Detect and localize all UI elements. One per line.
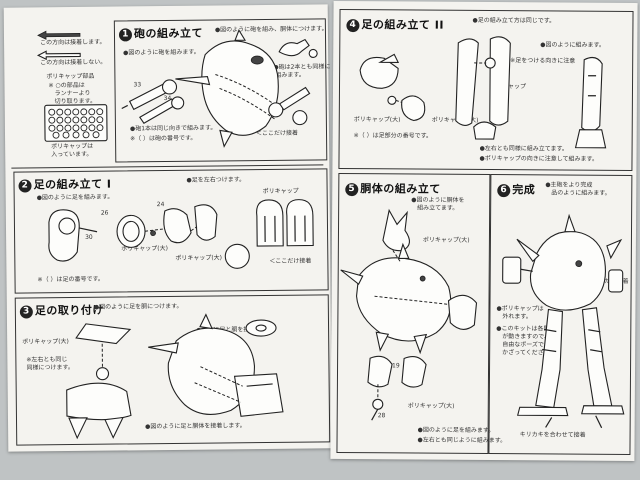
step4-note-bottom: ●左右とも同様に組み立てます。 <box>479 144 568 153</box>
step2-title: 足の組み立て I <box>33 177 112 192</box>
polycap-runner-image <box>44 104 108 142</box>
step4-note3: ※（ ）は足部分の番号です。 <box>353 132 433 140</box>
foot-completed-drawing <box>256 199 314 247</box>
small-parts-drawing <box>278 38 318 59</box>
step6-number: 6 <box>497 183 511 197</box>
step2-label-cut: ＜ここだけ接着 <box>269 257 312 265</box>
step2-note1: ●足を左右つけます。 <box>186 176 246 184</box>
body-shell-drawing <box>175 29 279 148</box>
step4-title: 足の組み立て II <box>361 18 444 32</box>
step6-title: 完成 <box>512 183 536 197</box>
thigh-parts-drawing <box>455 36 511 140</box>
washer-drawing <box>245 319 277 337</box>
legend-parts-title: ポリキャップ部品 <box>46 72 95 81</box>
completed-robot-drawing <box>502 213 625 429</box>
leg-finished-drawing <box>574 56 607 149</box>
step3-number: 3 <box>19 304 33 319</box>
step2-number: 2 <box>18 178 32 193</box>
step2-note3: ※（ ）は足の番号です。 <box>37 275 104 284</box>
body-assembly-drawing <box>340 208 478 355</box>
step6-label-bottom: キリカキを合わせて接着 <box>519 431 586 439</box>
step5-number: 5 <box>345 182 359 196</box>
legend-panel: この方向は接着します。 この方向は接着しない。 ポリキャップ部品 ※ ○の部品は… <box>4 4 328 158</box>
step6-note2: 品のように組みます。 <box>551 189 611 197</box>
arrow-noglue-icon <box>36 50 81 61</box>
arrow-glue-icon <box>37 30 81 40</box>
step1-number: 1 <box>118 27 133 42</box>
cannon-assembled-drawing <box>268 86 311 126</box>
legend-line2: この方向は接着しない。 <box>40 58 107 67</box>
step5-title: 胴体の組み立て <box>360 182 441 196</box>
legend-line1: この方向は接着します。 <box>40 38 106 47</box>
cannon-parts-drawing <box>121 79 185 124</box>
leg-assembly-drawing <box>48 204 250 269</box>
step4-note-bottom2: ●ポリキャップの向きに注意して組みます。 <box>479 154 598 163</box>
left-page: この方向は接着します。 この方向は接着しない。 ポリキャップ部品 ※ ○の部品は… <box>3 4 333 452</box>
knee-parts-drawing <box>359 53 426 122</box>
step4-number: 4 <box>346 18 360 32</box>
step4-note2: ●図のように組みます。 <box>540 41 605 49</box>
step4-note1: ●足の組み立て方は同じです。 <box>472 16 556 25</box>
step1-note6: ※（ ）は砲の番号です。 <box>130 134 197 143</box>
leg-mount-drawing <box>66 323 132 440</box>
step3-note1: ●図のように足を胴につけます。 <box>93 302 183 311</box>
step1-note2: ●図のように砲を組みます。 <box>123 48 200 57</box>
step1-title: 砲の組み立て <box>133 26 204 41</box>
body-attach-drawing <box>148 313 284 417</box>
step5-note-bottom1: ●図のように足を組みます。 <box>417 426 495 435</box>
legend-footer2: 入っています。 <box>51 150 93 159</box>
hip-joint-drawing <box>367 355 427 421</box>
